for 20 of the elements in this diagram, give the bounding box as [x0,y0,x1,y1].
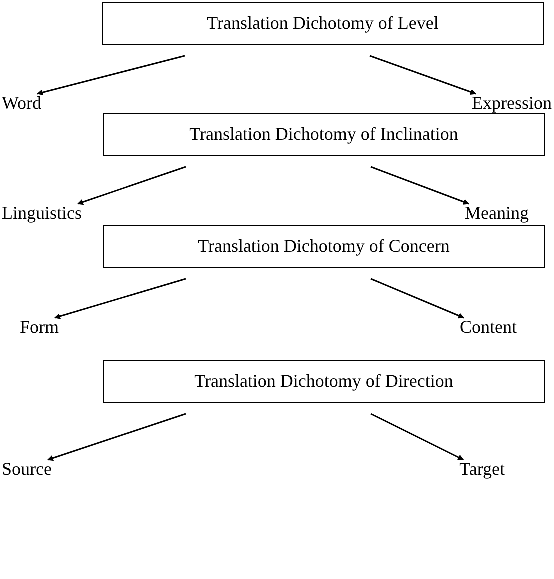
term-label: Meaning [465,204,529,222]
arrow [370,166,470,205]
arrow [370,413,464,461]
arrow [54,278,186,320]
heading-box: Translation Dichotomy of Concern [103,225,545,268]
term-label: Expression [472,94,552,112]
term-label: Linguistics [2,204,82,222]
arrow [36,55,186,96]
heading-box: Translation Dichotomy of Inclination [103,113,545,156]
arrow [370,55,477,95]
term-label: Word [2,94,42,112]
term-label: Form [20,318,60,336]
heading-box: Translation Dichotomy of Direction [103,360,545,403]
heading-box: Translation Dichotomy of Level [102,2,544,45]
arrow [47,413,186,462]
arrow [77,166,186,206]
term-label: Content [460,318,517,336]
term-label: Source [2,460,52,478]
term-label: Target [460,460,505,478]
arrow [370,278,465,319]
